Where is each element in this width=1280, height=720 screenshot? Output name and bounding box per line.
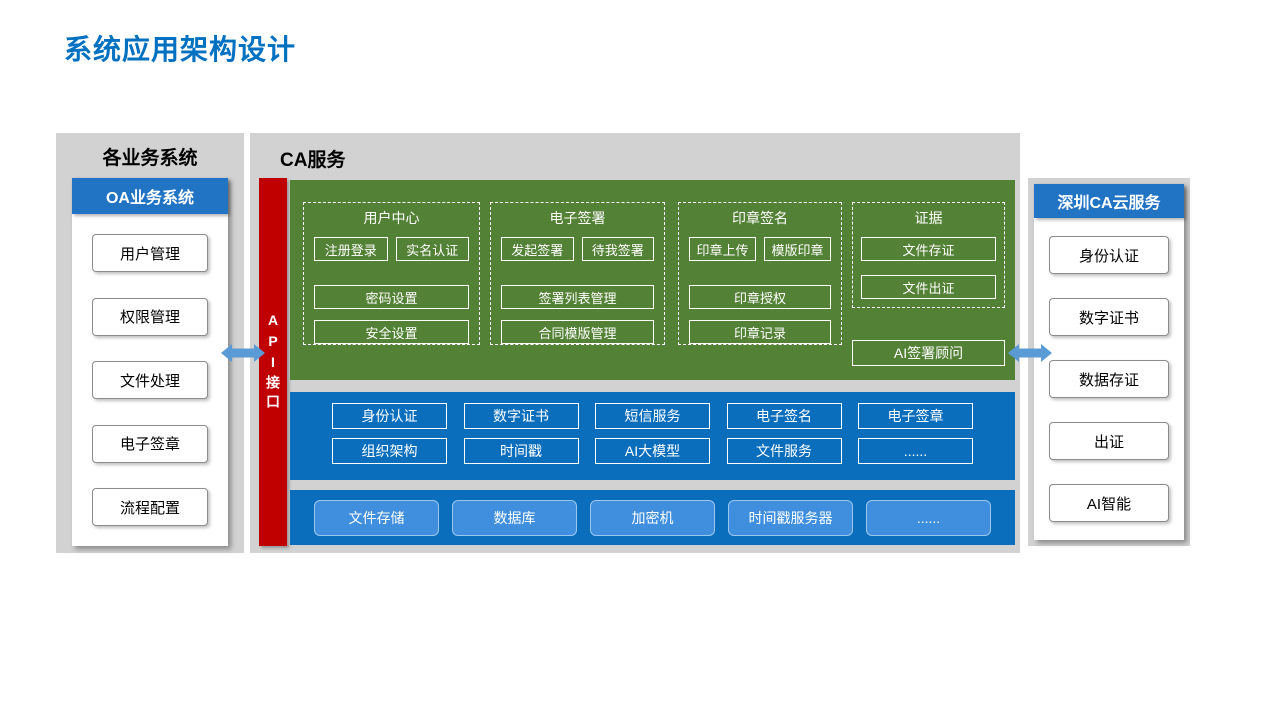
cloud-item: 出证 [1049, 422, 1169, 460]
module-box: 密码设置 [314, 285, 469, 309]
oa-system-header: OA业务系统 [72, 178, 228, 214]
e-sign-group: 电子签署 发起签署 待我签署 签署列表管理 合同模版管理 [490, 202, 665, 345]
capability-box: 身份认证 [332, 403, 447, 429]
module-pair: 注册登录 实名认证 [314, 237, 469, 261]
oa-item: 电子签章 [92, 424, 208, 463]
oa-system-items: 用户管理 权限管理 文件处理 电子签章 流程配置 [92, 234, 208, 526]
infrastructure-box: 数据库 [452, 499, 577, 536]
oa-item: 流程配置 [92, 488, 208, 526]
capability-row-1: 身份认证 数字证书 短信服务 电子签名 电子签章 [332, 403, 973, 429]
business-systems-panel: 各业务系统 OA业务系统 用户管理 权限管理 文件处理 电子签章 流程配置 [56, 133, 244, 553]
module-box: 模版印章 [764, 237, 831, 261]
sz-ca-cloud-items: 身份认证 数字证书 数据存证 出证 AI智能 [1049, 236, 1169, 522]
double-arrow-icon [221, 344, 265, 362]
ca-services-title: CA服务 [280, 150, 346, 171]
cloud-item: 数据存证 [1049, 360, 1169, 398]
module-box: 合同模版管理 [501, 320, 654, 344]
capability-box: 电子签章 [858, 403, 973, 429]
infrastructure-box: 时间戳服务器 [728, 499, 853, 536]
page-title: 系统应用架构设计 [64, 34, 297, 65]
oa-item: 用户管理 [92, 234, 208, 272]
module-box: 印章记录 [689, 320, 831, 344]
group-title: 电子签署 [549, 210, 606, 226]
module-box: 印章上传 [689, 237, 756, 261]
infrastructure-box: 加密机 [590, 499, 715, 536]
infrastructure-box: ...... [866, 499, 991, 536]
cloud-item: AI智能 [1049, 484, 1169, 522]
infrastructure-box: 文件存储 [314, 499, 439, 536]
infrastructure-layer: 文件存储 数据库 加密机 时间戳服务器 ...... [290, 490, 1015, 545]
module-pair: 发起签署 待我签署 [501, 237, 654, 261]
capability-box: 组织架构 [332, 438, 447, 464]
capability-box: ...... [858, 438, 973, 464]
sz-ca-cloud-header: 深圳CA云服务 [1034, 184, 1184, 218]
capability-box: 电子签名 [726, 403, 842, 429]
module-box: 安全设置 [314, 320, 469, 344]
api-interface-label: API接口 [265, 311, 281, 413]
module-box: 文件出证 [861, 275, 996, 299]
seal-signature-group: 印章签名 印章上传 模版印章 印章授权 印章记录 [678, 202, 842, 345]
business-systems-title: 各业务系统 [102, 148, 198, 169]
group-title: 证据 [914, 210, 943, 226]
cloud-item: 身份认证 [1049, 236, 1169, 274]
module-pair: 印章上传 模版印章 [689, 237, 831, 261]
oa-item: 文件处理 [92, 361, 208, 399]
module-box: 签署列表管理 [501, 285, 654, 309]
capability-box: 时间戳 [463, 438, 579, 464]
group-title: 印章签名 [732, 210, 788, 226]
sz-ca-cloud-panel: 深圳CA云服务 身份认证 数字证书 数据存证 出证 AI智能 [1028, 178, 1190, 546]
platform-capability-layer: 身份认证 数字证书 短信服务 电子签名 电子签章 组织架构 时间戳 AI大模型 … [290, 392, 1015, 480]
oa-system-box: OA业务系统 用户管理 权限管理 文件处理 电子签章 流程配置 [72, 178, 228, 546]
capability-box: 文件服务 [726, 438, 842, 464]
cloud-item: 数字证书 [1049, 298, 1169, 336]
module-box: 发起签署 [501, 237, 574, 261]
capability-box: AI大模型 [595, 438, 710, 464]
module-box: 注册登录 [314, 237, 388, 261]
api-interface-bar: API接口 [259, 178, 287, 546]
ca-services-panel: CA服务 API接口 用户中心 注册登录 实名认证 密码设置 安全设置 电子签署… [250, 133, 1020, 553]
oa-item: 权限管理 [92, 297, 208, 336]
module-box: 印章授权 [689, 285, 831, 309]
capability-box: 数字证书 [463, 403, 579, 429]
group-title: 用户中心 [363, 210, 420, 226]
double-arrow-icon [1008, 344, 1052, 362]
user-center-group: 用户中心 注册登录 实名认证 密码设置 安全设置 [303, 202, 480, 345]
capability-box: 短信服务 [595, 403, 710, 429]
module-box: 文件存证 [861, 237, 996, 261]
application-layer: 用户中心 注册登录 实名认证 密码设置 安全设置 电子签署 发起签署 待我签署 … [290, 180, 1015, 380]
sz-ca-cloud-box: 深圳CA云服务 身份认证 数字证书 数据存证 出证 AI智能 [1034, 184, 1184, 540]
ai-sign-advisor-box: AI签署顾问 [852, 340, 1005, 366]
module-box: 实名认证 [395, 237, 469, 261]
evidence-group: 证据 文件存证 文件出证 [852, 202, 1005, 308]
capability-row-2: 组织架构 时间戳 AI大模型 文件服务 ...... [332, 438, 973, 464]
module-box: 待我签署 [581, 237, 654, 261]
